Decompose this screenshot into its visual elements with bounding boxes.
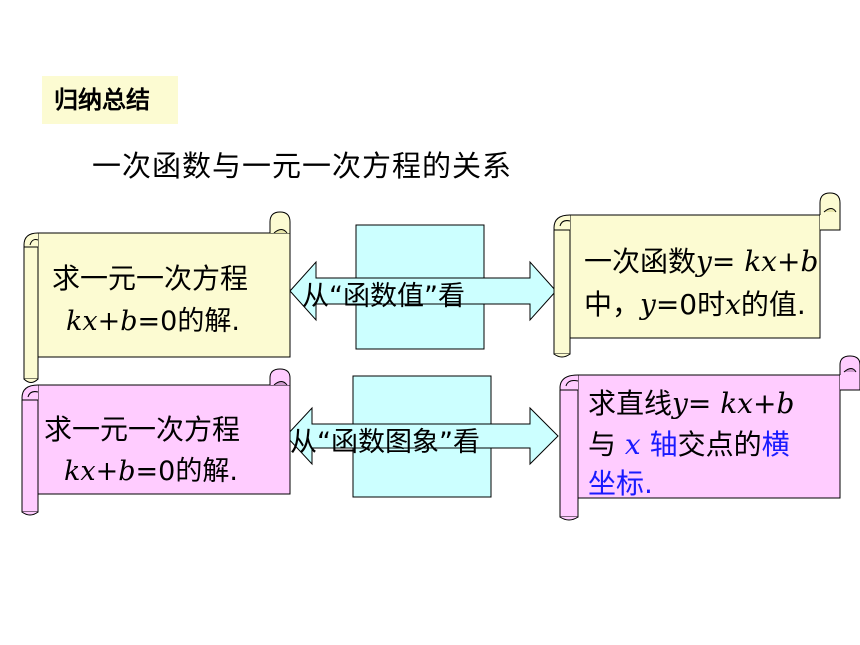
scroll-right-2 bbox=[559, 355, 860, 521]
scroll-left-1 bbox=[23, 211, 291, 383]
row1-left-equation: kx+b=0的解. bbox=[66, 299, 240, 338]
r1-eqsign: = bbox=[711, 245, 745, 278]
r2-kx: kx bbox=[720, 387, 753, 420]
row1-center-label: 从“函数值”看 bbox=[302, 281, 465, 312]
r1-b: b bbox=[800, 245, 819, 278]
r2-l2a: 与 bbox=[588, 428, 625, 461]
double-arrow-2 bbox=[285, 406, 559, 466]
r1-y: y bbox=[696, 245, 712, 278]
eq-b: b bbox=[120, 306, 138, 337]
r2-l3: 坐标 bbox=[588, 467, 645, 500]
row2-right-line3: 坐标. bbox=[588, 462, 653, 502]
r2-l3dot: . bbox=[644, 467, 653, 500]
eq-kx: kx bbox=[66, 306, 98, 337]
r2-l2d: 横 bbox=[761, 428, 790, 461]
r2-eqsign: = bbox=[687, 387, 721, 420]
eq2-rest: =0的解. bbox=[135, 456, 238, 487]
row2-center-label: 从“函数图象”看 bbox=[290, 427, 480, 458]
eq2-kx: kx bbox=[64, 456, 96, 487]
r1-plus: + bbox=[776, 245, 801, 278]
r2-b: b bbox=[776, 387, 795, 420]
page-title: 一次函数与一元一次方程的关系 bbox=[92, 149, 513, 183]
eq-rest: =0的解. bbox=[137, 306, 240, 337]
r1-l2b: =0时 bbox=[655, 288, 726, 321]
r2-plus: + bbox=[752, 387, 777, 420]
r2-x: x bbox=[624, 428, 641, 461]
eq2-plus: + bbox=[95, 456, 119, 487]
r1-kx: kx bbox=[744, 245, 777, 278]
r2-l2c: 交点的 bbox=[677, 428, 762, 461]
r2-y: y bbox=[672, 387, 688, 420]
row2-left-equation: kx+b=0的解. bbox=[64, 449, 238, 488]
r1-y2: y bbox=[640, 288, 656, 321]
scroll-right-1 bbox=[553, 192, 841, 358]
r1-pre: 一次函数 bbox=[584, 245, 697, 278]
row1-right-line2: 中，y=0时x的值. bbox=[584, 283, 806, 323]
row2-right-line2: 与 x 轴交点的横 bbox=[588, 423, 790, 463]
eq-plus: + bbox=[97, 306, 121, 337]
row2-right-line1: 求直线y= kx+b bbox=[588, 382, 794, 422]
row2-left-line1: 求一元一次方程 bbox=[44, 413, 241, 446]
row1-left-line1: 求一元一次方程 bbox=[52, 262, 249, 295]
summary-tag: 归纳总结 bbox=[42, 76, 178, 124]
scroll-left-2 bbox=[21, 368, 291, 516]
r2-l2b: 轴 bbox=[640, 428, 678, 461]
r1-x: x bbox=[725, 288, 741, 321]
r1-l2a: 中， bbox=[584, 288, 641, 321]
r2-pre: 求直线 bbox=[588, 387, 673, 420]
eq2-b: b bbox=[118, 456, 136, 487]
r1-l2c: 的值. bbox=[740, 288, 806, 321]
row1-right-line1: 一次函数y= kx+b bbox=[584, 240, 818, 280]
